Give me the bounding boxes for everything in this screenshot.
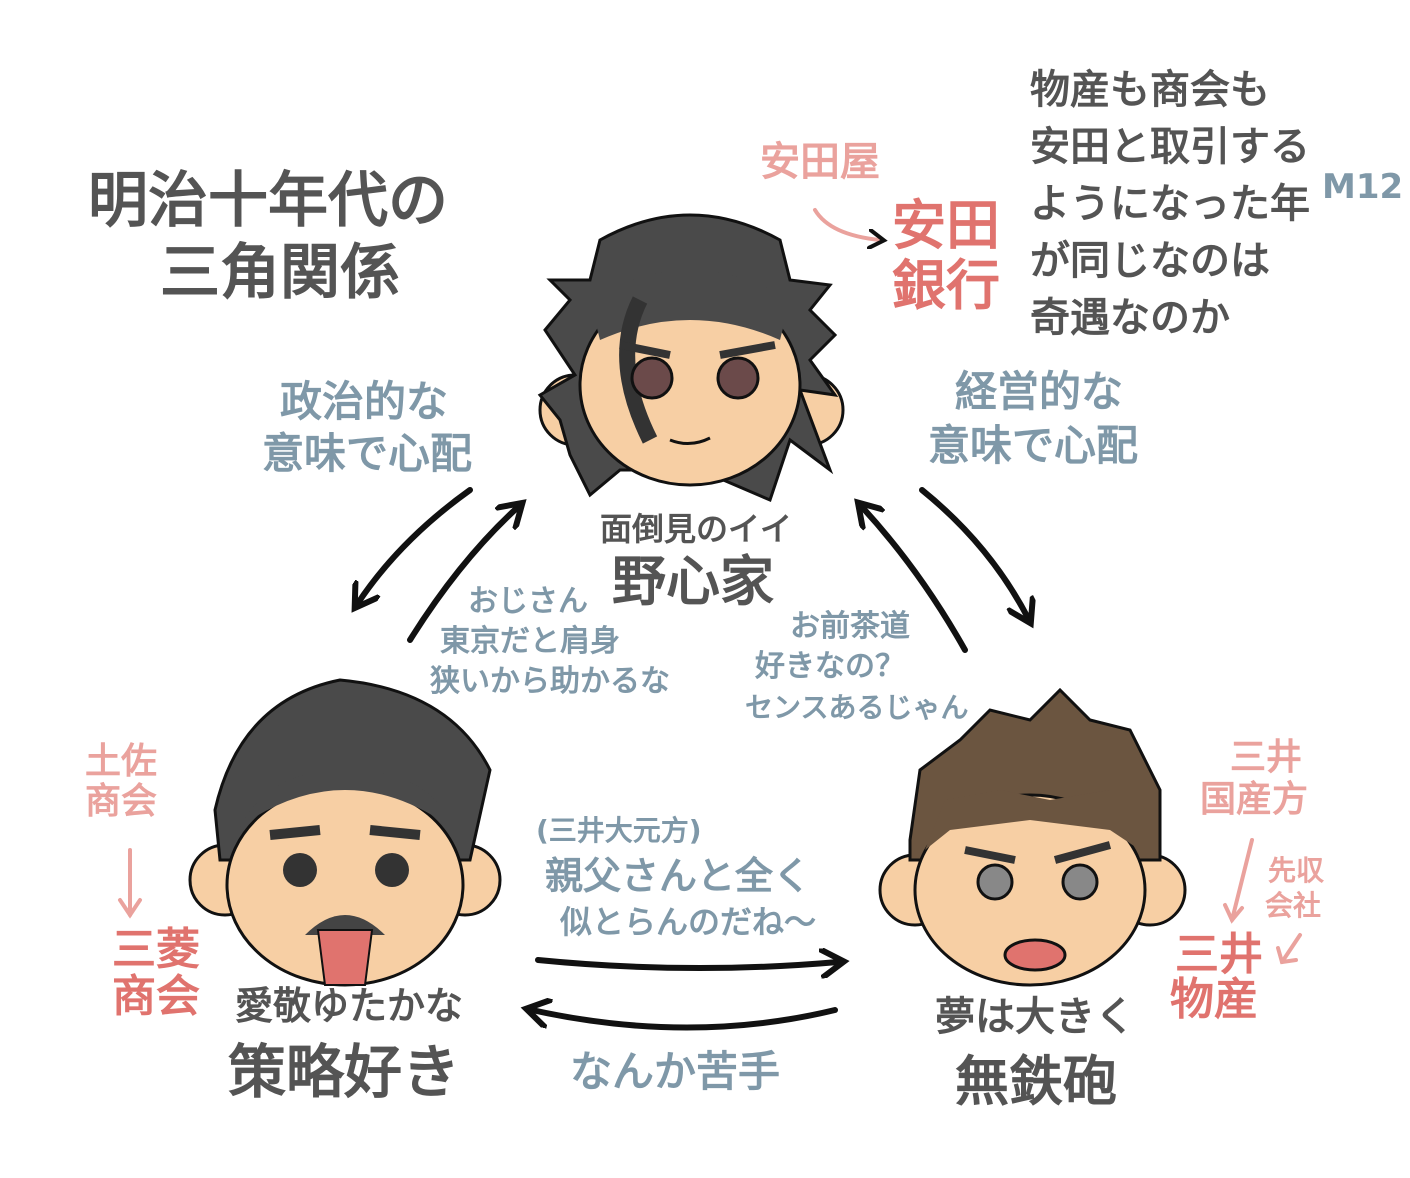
relation-top-right-2: 意味で心配: [928, 421, 1139, 470]
relation-left-right-3: 似とらんのだね〜: [560, 903, 817, 941]
yasuda-old: 安田屋: [760, 139, 880, 185]
mitsubishi-line2: 商会: [112, 971, 200, 1022]
arrow-right-to-left: [532, 1010, 838, 1031]
relation-right-top-3: センスあるじゃん: [745, 691, 969, 724]
relation-left-top-2: 東京だと肩身: [440, 624, 620, 659]
year-annotation: M12: [1322, 167, 1404, 207]
arrow-yasuda: [813, 208, 880, 240]
arrow-left-to-top: [407, 507, 518, 643]
relation-left-top-1: おじさん: [468, 584, 588, 619]
mitsui-bussan-line1: 三井: [1175, 929, 1263, 980]
top-character-trait: 面倒見のイイ: [600, 510, 793, 548]
tosa-line2: 商会: [85, 781, 158, 822]
left-character-trait: 愛敬ゆたかな: [235, 984, 464, 1028]
relation-right-left: なんか苦手: [570, 1047, 781, 1096]
senshu-line2: 会社: [1265, 889, 1322, 922]
top-note: 物産も商会も 安田と取引する ようになった年 が同じなのは 奇遇なのか: [1030, 67, 1310, 341]
title-line2: 三角関係: [160, 238, 400, 308]
tosa-line1: 土佐: [85, 741, 158, 782]
title-line1: 明治十年代の: [88, 166, 448, 236]
relation-top-left-1: 政治的な: [280, 377, 449, 426]
relation-left-right-1: (三井大元方): [536, 814, 702, 847]
mitsui-bussan-line2: 物産: [1170, 974, 1258, 1025]
senshu-line1: 先収: [1268, 854, 1325, 887]
left-character-label: 策略好き: [228, 1038, 461, 1106]
arrow-right-to-top: [862, 507, 968, 653]
mitsui-kokusan-line1: 三井: [1230, 737, 1303, 778]
right-character-label: 無鉄砲: [955, 1050, 1117, 1113]
relation-left-right-2: 親父さんと全く: [545, 854, 812, 898]
mitsui-kokusan-line2: 国産方: [1200, 779, 1309, 820]
right-character-trait: 夢は大きく: [935, 994, 1135, 1040]
relation-right-top-1: お前茶道: [790, 609, 910, 644]
face-ambitious: [537, 213, 845, 503]
yasuda-new-line2: 銀行: [892, 254, 1000, 317]
arrow-top-to-left: [358, 487, 473, 603]
arrow-mitsui-kokusan: [1230, 838, 1254, 922]
relation-left-top-3: 狭いから助かるな: [430, 664, 670, 699]
face-reckless: [878, 687, 1187, 987]
relation-right-top-2: 好きなの？: [755, 649, 905, 684]
arrow-left-to-right: [535, 960, 838, 968]
relation-top-left-2: 意味で心配: [262, 429, 473, 478]
yasuda-new-line1: 安田: [892, 194, 1000, 257]
relation-top-right-1: 経営的な: [955, 367, 1124, 416]
face-schemer: [188, 678, 502, 987]
top-character-label: 野心家: [612, 550, 774, 613]
arrow-top-to-right: [919, 487, 1028, 618]
mitsubishi-line1: 三菱: [112, 924, 200, 975]
